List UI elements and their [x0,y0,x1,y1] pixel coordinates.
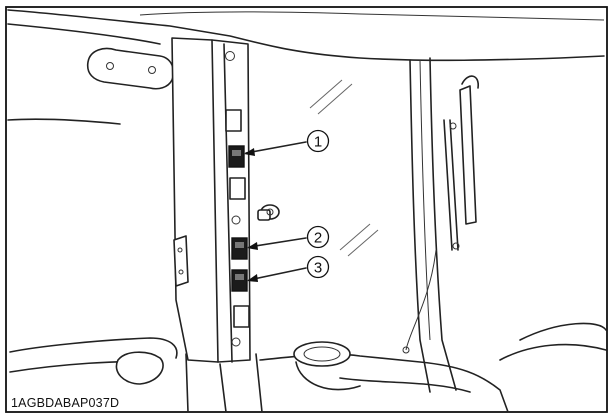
callout-1-number: 1 [314,134,322,151]
figure-code: 1AGBDABAP037D [11,396,119,410]
connector-knob [257,204,280,221]
glass-reflections [309,79,379,257]
switch-3 [231,269,248,292]
roof-bracket [86,47,175,90]
figure-border [5,6,608,413]
rear-pillar [402,57,479,393]
floor-console [9,322,607,413]
callout-2: 2 [247,225,330,250]
switch-panel [225,109,250,328]
cab-roof [7,9,605,62]
switch-2 [231,237,248,260]
callout-1: 1 [244,129,330,156]
callout-1-circle [306,129,330,153]
switch-1 [228,145,245,168]
callout-2-number: 2 [314,230,322,247]
callout-3-number: 3 [314,260,322,277]
callout-3: 3 [247,255,330,282]
figure-code-background [8,395,176,410]
cup-holder [293,341,351,367]
callout-3-circle [306,255,330,279]
callout-2-circle [306,225,330,249]
